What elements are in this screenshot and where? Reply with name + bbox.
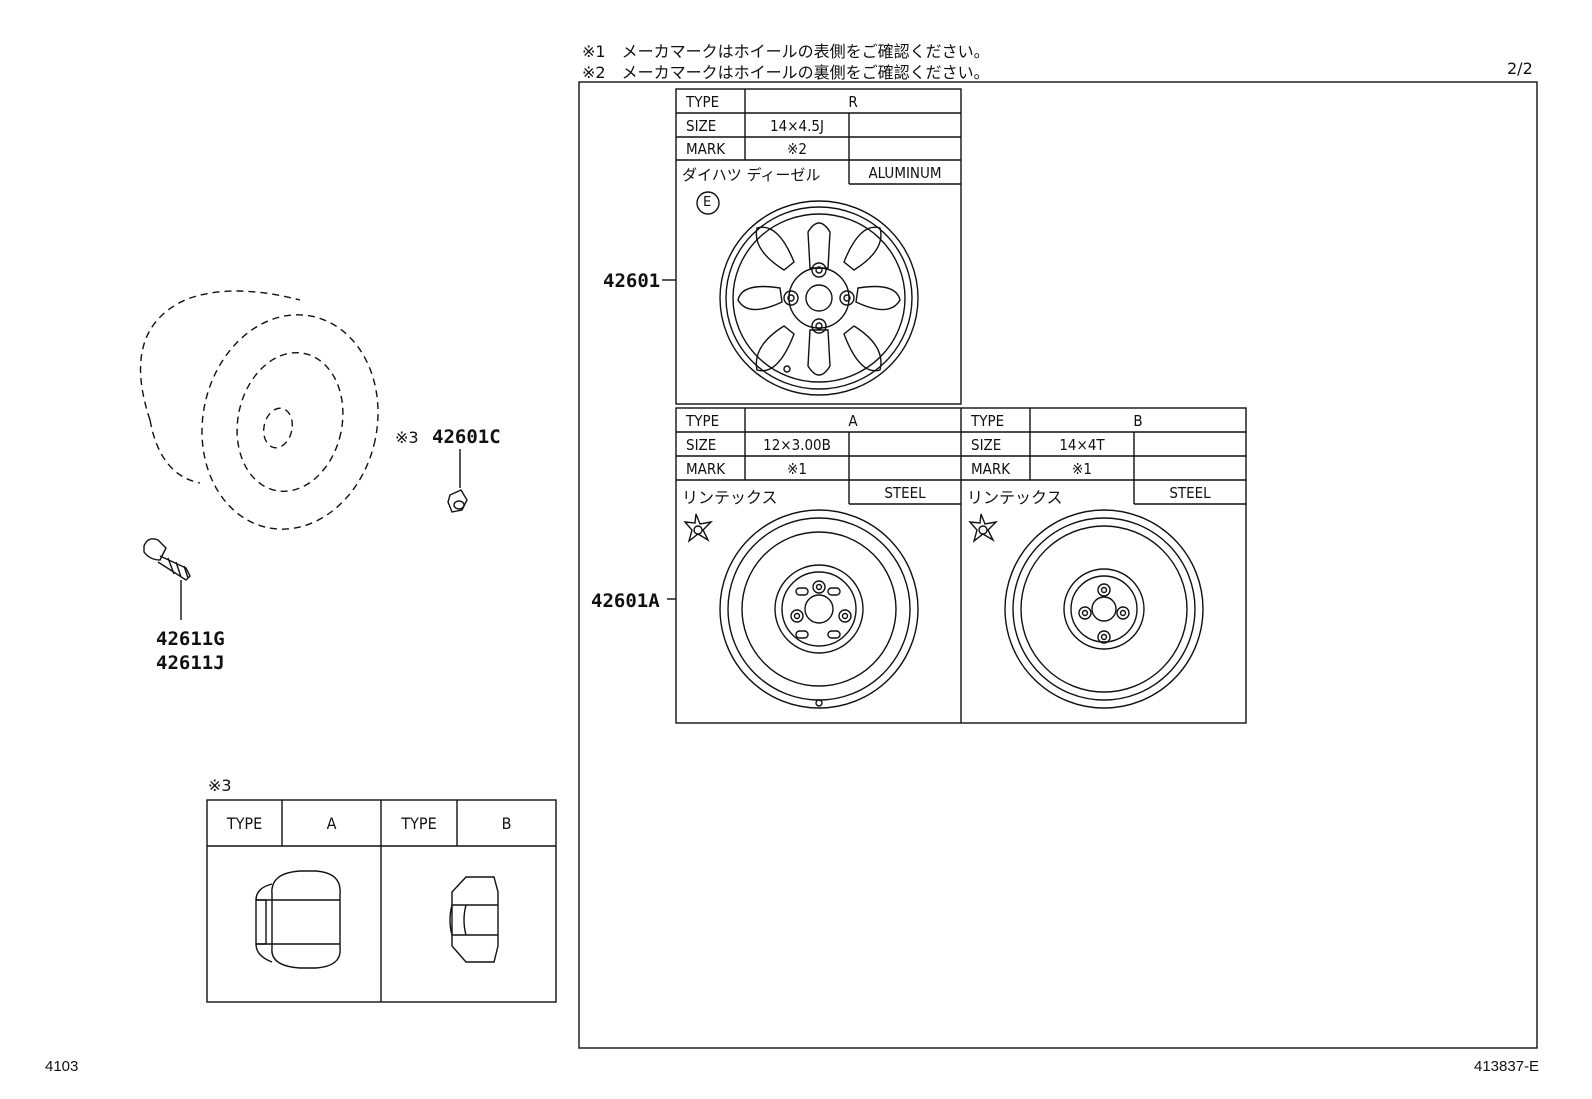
a-size-value: 12×3.00B — [763, 436, 831, 454]
nut-type-b-value: B — [501, 814, 512, 833]
steel-wheel-b-drawing — [1004, 509, 1204, 709]
b-size-label: SIZE — [971, 436, 1002, 454]
r-symbol: E — [703, 195, 712, 210]
main-panel-frame — [578, 81, 1538, 1049]
nut-type-a-value: A — [326, 814, 337, 833]
note-2: ※2 メーカマークはホイールの裏側をご確認ください。 — [582, 63, 990, 82]
a-size-label: SIZE — [686, 436, 717, 454]
valve-stem — [143, 538, 191, 581]
b-material: STEEL — [1169, 484, 1211, 502]
footer-left-code: 4103 — [45, 1058, 79, 1075]
a-maker: リンテックス — [682, 488, 778, 507]
part-number-42611g[interactable]: 42611G — [156, 628, 225, 650]
rintex-symbol-a — [683, 513, 714, 543]
b-type-value: B — [1133, 412, 1143, 430]
a-material: STEEL — [884, 484, 926, 502]
nut-type-a-label: TYPE — [226, 814, 263, 833]
hub-nut-small — [447, 489, 468, 513]
a-mark-label: MARK — [686, 460, 726, 478]
steel-wheel-a-drawing — [719, 509, 919, 709]
aluminum-wheel-drawing — [719, 200, 919, 396]
nut-type-b-label: TYPE — [401, 814, 437, 833]
a-type-value: A — [848, 412, 858, 430]
nut-table-ref: ※3 — [208, 776, 232, 795]
r-mark-label: MARK — [686, 140, 726, 158]
r-material: ALUMINUM — [868, 164, 942, 182]
r-mark-value: ※2 — [787, 140, 807, 158]
part-number-42601a[interactable]: 42601A — [591, 590, 660, 612]
r-type-value: R — [848, 93, 858, 111]
footer-right-code: 413837-E — [1474, 1058, 1540, 1075]
r-size-label: SIZE — [686, 117, 717, 135]
part-number-42611j[interactable]: 42611J — [156, 652, 225, 674]
r-size-value: 14×4.5J — [770, 117, 824, 135]
tire-drawing — [139, 290, 379, 530]
b-size-value: 14×4T — [1059, 436, 1105, 454]
r-maker: ダイハツ ディーゼル — [682, 166, 821, 184]
nut-type-b — [449, 876, 499, 963]
type-ab-table — [675, 407, 1247, 724]
rintex-symbol-b — [968, 513, 999, 543]
b-mark-value: ※1 — [1072, 460, 1092, 478]
b-maker: リンテックス — [967, 488, 1063, 507]
page-indicator: 2/2 — [1507, 59, 1533, 78]
cap-nut-type-a — [255, 870, 341, 969]
b-mark-label: MARK — [971, 460, 1011, 478]
note-1: ※1 メーカマークはホイールの表側をご確認ください。 — [582, 42, 990, 61]
a-mark-value: ※1 — [787, 460, 807, 478]
a-type-label: TYPE — [686, 412, 720, 430]
type-r-table — [675, 88, 962, 405]
nut-table — [206, 799, 557, 1003]
hub-nut-ref: ※3 — [395, 428, 419, 447]
r-type-label: TYPE — [686, 93, 720, 111]
part-number-42601c[interactable]: 42601C — [432, 426, 501, 448]
b-type-label: TYPE — [971, 412, 1005, 430]
part-number-42601[interactable]: 42601 — [603, 270, 661, 292]
e-symbol-circle — [696, 191, 720, 215]
